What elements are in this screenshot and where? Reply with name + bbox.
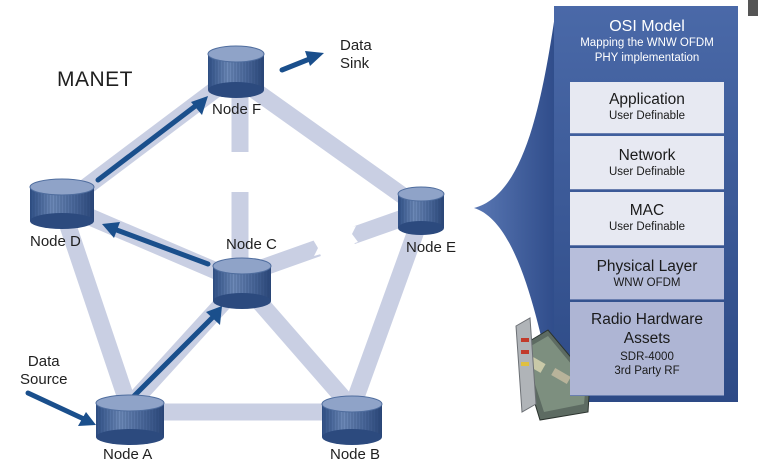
node-d-icon bbox=[29, 178, 95, 229]
data-path-arrows bbox=[25, 51, 324, 426]
corner-tab bbox=[748, 0, 758, 16]
link-f-e bbox=[231, 70, 425, 215]
node-c-icon bbox=[212, 257, 272, 309]
data-source-label: Data Source bbox=[20, 353, 68, 389]
osi-layer-physical: Physical Layer WNW OFDM bbox=[570, 248, 724, 300]
osi-title: OSI Model bbox=[609, 18, 685, 35]
osi-subtitle-line-2: PHY implementation bbox=[594, 52, 700, 64]
layer-name: Radio Hardware Assets bbox=[591, 311, 703, 347]
osi-subtitle-line-1: Mapping the WNW OFDM bbox=[580, 37, 714, 49]
layer-sub-1: SDR-4000 bbox=[620, 351, 674, 363]
arrow-c-to-d bbox=[111, 226, 211, 267]
osi-layer-mac: MAC User Definable bbox=[570, 192, 724, 246]
layer-sub: WNW OFDM bbox=[613, 277, 681, 289]
osi-title-block: OSI Model Mapping the WNW OFDM PHY imple… bbox=[566, 17, 728, 66]
osi-fan-connector bbox=[474, 8, 556, 404]
arrow-a-to-c bbox=[129, 313, 217, 401]
osi-layer-radio-hardware: Radio Hardware Assets SDR-4000 3rd Party… bbox=[570, 302, 724, 396]
osi-layer-application: Application User Definable bbox=[570, 82, 724, 134]
data-source-line-2: Source bbox=[20, 371, 68, 388]
node-f-label: Node F bbox=[212, 101, 262, 118]
layer-name: Application bbox=[609, 91, 685, 108]
link-b-e bbox=[344, 217, 428, 411]
data-source-line-1: Data bbox=[27, 353, 60, 370]
layer-sub: User Definable bbox=[608, 166, 686, 178]
diagram-title: MANET bbox=[57, 68, 133, 91]
layer-sub: User Definable bbox=[608, 110, 686, 122]
node-e-icon bbox=[397, 186, 445, 235]
arrow-d-to-f bbox=[95, 101, 201, 183]
layer-name: Network bbox=[618, 147, 676, 164]
link-break-marks bbox=[228, 152, 358, 256]
arrow-source-to-a bbox=[25, 390, 89, 423]
node-a-icon bbox=[95, 394, 165, 445]
layer-name: Physical Layer bbox=[596, 258, 698, 275]
arrow-f-to-sink bbox=[279, 55, 315, 73]
node-a-label: Node A bbox=[103, 446, 153, 463]
layer-sub: User Definable bbox=[608, 221, 686, 233]
osi-layer-network: Network User Definable bbox=[570, 136, 724, 190]
node-c-label: Node C bbox=[226, 236, 277, 253]
node-b-icon bbox=[321, 395, 383, 445]
data-sink-line-1: Data bbox=[340, 37, 372, 54]
layer-name: MAC bbox=[629, 202, 665, 219]
node-d-label: Node D bbox=[30, 233, 81, 250]
radio-card-icon bbox=[515, 317, 591, 421]
data-sink-line-2: Sink bbox=[340, 55, 370, 72]
node-e-label: Node E bbox=[406, 239, 457, 256]
node-b-label: Node B bbox=[330, 446, 381, 463]
link-a-d bbox=[53, 205, 139, 413]
data-sink-label: Data Sink bbox=[340, 37, 372, 73]
layer-sub-2: 3rd Party RF bbox=[614, 365, 680, 377]
node-f-icon bbox=[207, 45, 265, 98]
